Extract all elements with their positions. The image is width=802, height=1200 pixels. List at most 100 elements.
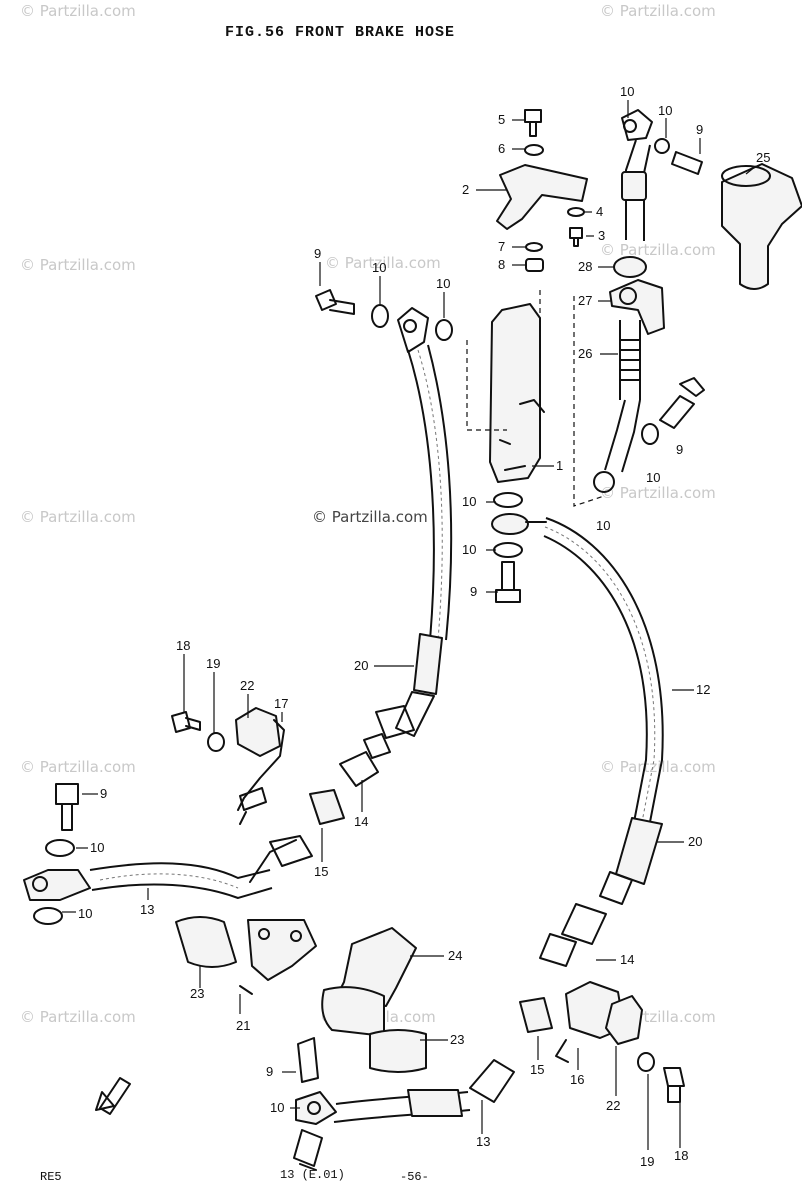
callout-9-lower-left: 9	[100, 786, 107, 801]
grommet-15-right	[519, 997, 553, 1033]
bolt-3	[569, 227, 583, 247]
washer-10-right	[641, 423, 659, 445]
bolt-9-right	[659, 377, 705, 429]
hose-13-upper	[89, 862, 271, 880]
callout-3: 3	[598, 228, 605, 243]
callout-19-left: 19	[206, 656, 220, 671]
bolt-5	[524, 109, 542, 137]
watermark: © Partzilla.com	[20, 1008, 136, 1026]
footer-center: -56-	[400, 1170, 429, 1184]
callout-10-upper-a: 10	[620, 84, 634, 99]
clip-17	[237, 719, 285, 811]
sleeve-23-right	[321, 986, 385, 1037]
watermark: © Partzilla.com	[600, 484, 716, 502]
callout-20-right: 20	[688, 834, 702, 849]
lower-left-group	[23, 783, 273, 925]
bolt-9-lower-left	[55, 783, 79, 831]
bracket-27	[609, 279, 665, 335]
bolt-9-upper	[671, 151, 703, 175]
sleeve-23-left	[175, 916, 237, 968]
nut-8	[525, 258, 544, 272]
master-cylinder-group	[466, 109, 605, 507]
banjo-center	[491, 513, 529, 535]
watermark: © Partzilla.com	[20, 508, 136, 526]
watermark: © Partzilla.com	[600, 758, 716, 776]
bolt-9-left	[315, 289, 355, 315]
washer-10-d	[493, 542, 523, 558]
callout-6: 6	[498, 141, 505, 156]
hose-13-lower	[293, 1037, 515, 1171]
callout-16: 16	[570, 1072, 584, 1087]
grommet-15-left	[309, 789, 345, 825]
washer-10-b	[435, 319, 453, 341]
washer-10-a	[371, 304, 389, 328]
hose-12	[519, 517, 664, 1033]
callout-23-right: 23	[450, 1032, 464, 1047]
direction-arrow-icon	[95, 1077, 131, 1115]
callout-5: 5	[498, 112, 505, 127]
washer-6	[524, 144, 544, 156]
lower-clamps	[175, 916, 427, 1073]
callout-4: 4	[596, 204, 603, 219]
watermark: © Partzilla.com	[20, 2, 136, 20]
callout-15-right: 15	[530, 1062, 544, 1077]
footer-left: RE5	[40, 1170, 62, 1184]
figure-title: FIG.56 FRONT BRAKE HOSE	[225, 24, 455, 41]
callout-10-right: 10	[646, 470, 660, 485]
callout-7: 7	[498, 239, 505, 254]
callout-22-left: 22	[240, 678, 254, 693]
left-small-parts	[171, 707, 285, 825]
callout-14-right: 14	[620, 952, 634, 967]
watermark: © Partzilla.com	[312, 508, 428, 526]
washer-10-f	[33, 907, 63, 925]
callout-26: 26	[578, 346, 592, 361]
watermark: © Partzilla.com	[600, 241, 716, 259]
bolt-18-right	[663, 1067, 685, 1103]
callout-25: 25	[756, 150, 770, 165]
reservoir-hose-group	[593, 109, 802, 493]
hose-11	[249, 344, 453, 883]
clamp-22-right	[605, 995, 643, 1045]
bracket-2	[496, 164, 588, 230]
washer-10-e	[45, 839, 75, 857]
callout-9-center: 9	[470, 584, 477, 599]
center-joint	[491, 492, 547, 603]
washer-7	[525, 242, 543, 252]
lower-right-parts	[555, 981, 685, 1103]
callout-9-left: 9	[314, 246, 321, 261]
callout-8: 8	[498, 257, 505, 272]
callout-10-left-a: 10	[372, 260, 386, 275]
callout-23-left: 23	[190, 986, 204, 1001]
watermark: © Partzilla.com	[20, 758, 136, 776]
callout-27: 27	[578, 293, 592, 308]
callout-19-right: 19	[640, 1154, 654, 1169]
nut-19-left	[207, 732, 225, 752]
callout-9-lower: 9	[266, 1064, 273, 1079]
master-cylinder-1	[489, 303, 541, 483]
bolt-9-center	[495, 561, 521, 603]
callout-10-lower: 10	[270, 1100, 284, 1115]
fitting-14-left	[363, 705, 415, 759]
callout-18-right: 18	[674, 1148, 688, 1163]
bracket-21	[247, 919, 317, 981]
callout-10-banjo: 10	[596, 518, 610, 533]
callouts: 5 6 2 4 3 7 8 1 10 10 9 25 28 27 26 9 10…	[78, 84, 770, 1169]
spring-26	[619, 339, 641, 381]
grommet-28	[613, 256, 647, 278]
callout-21: 21	[236, 1018, 250, 1033]
reservoir-25	[721, 163, 802, 290]
bracket-24	[333, 927, 417, 1007]
washer-4	[567, 207, 585, 217]
watermark: © Partzilla.com	[600, 2, 716, 20]
sleeve-20-left	[413, 633, 443, 695]
reservoir-cap	[721, 165, 771, 187]
callout-10-upper-b: 10	[658, 103, 672, 118]
clamp-22-left	[235, 707, 281, 757]
banjo-left	[397, 307, 429, 353]
watermarks: © Partzilla.com © Partzilla.com © Partzi…	[20, 2, 716, 1026]
callout-15-left: 15	[314, 864, 328, 879]
callout-10-center-a: 10	[462, 494, 476, 509]
callout-24: 24	[448, 948, 462, 963]
callout-14-left: 14	[354, 814, 368, 829]
sleeve-20-right	[615, 817, 663, 885]
